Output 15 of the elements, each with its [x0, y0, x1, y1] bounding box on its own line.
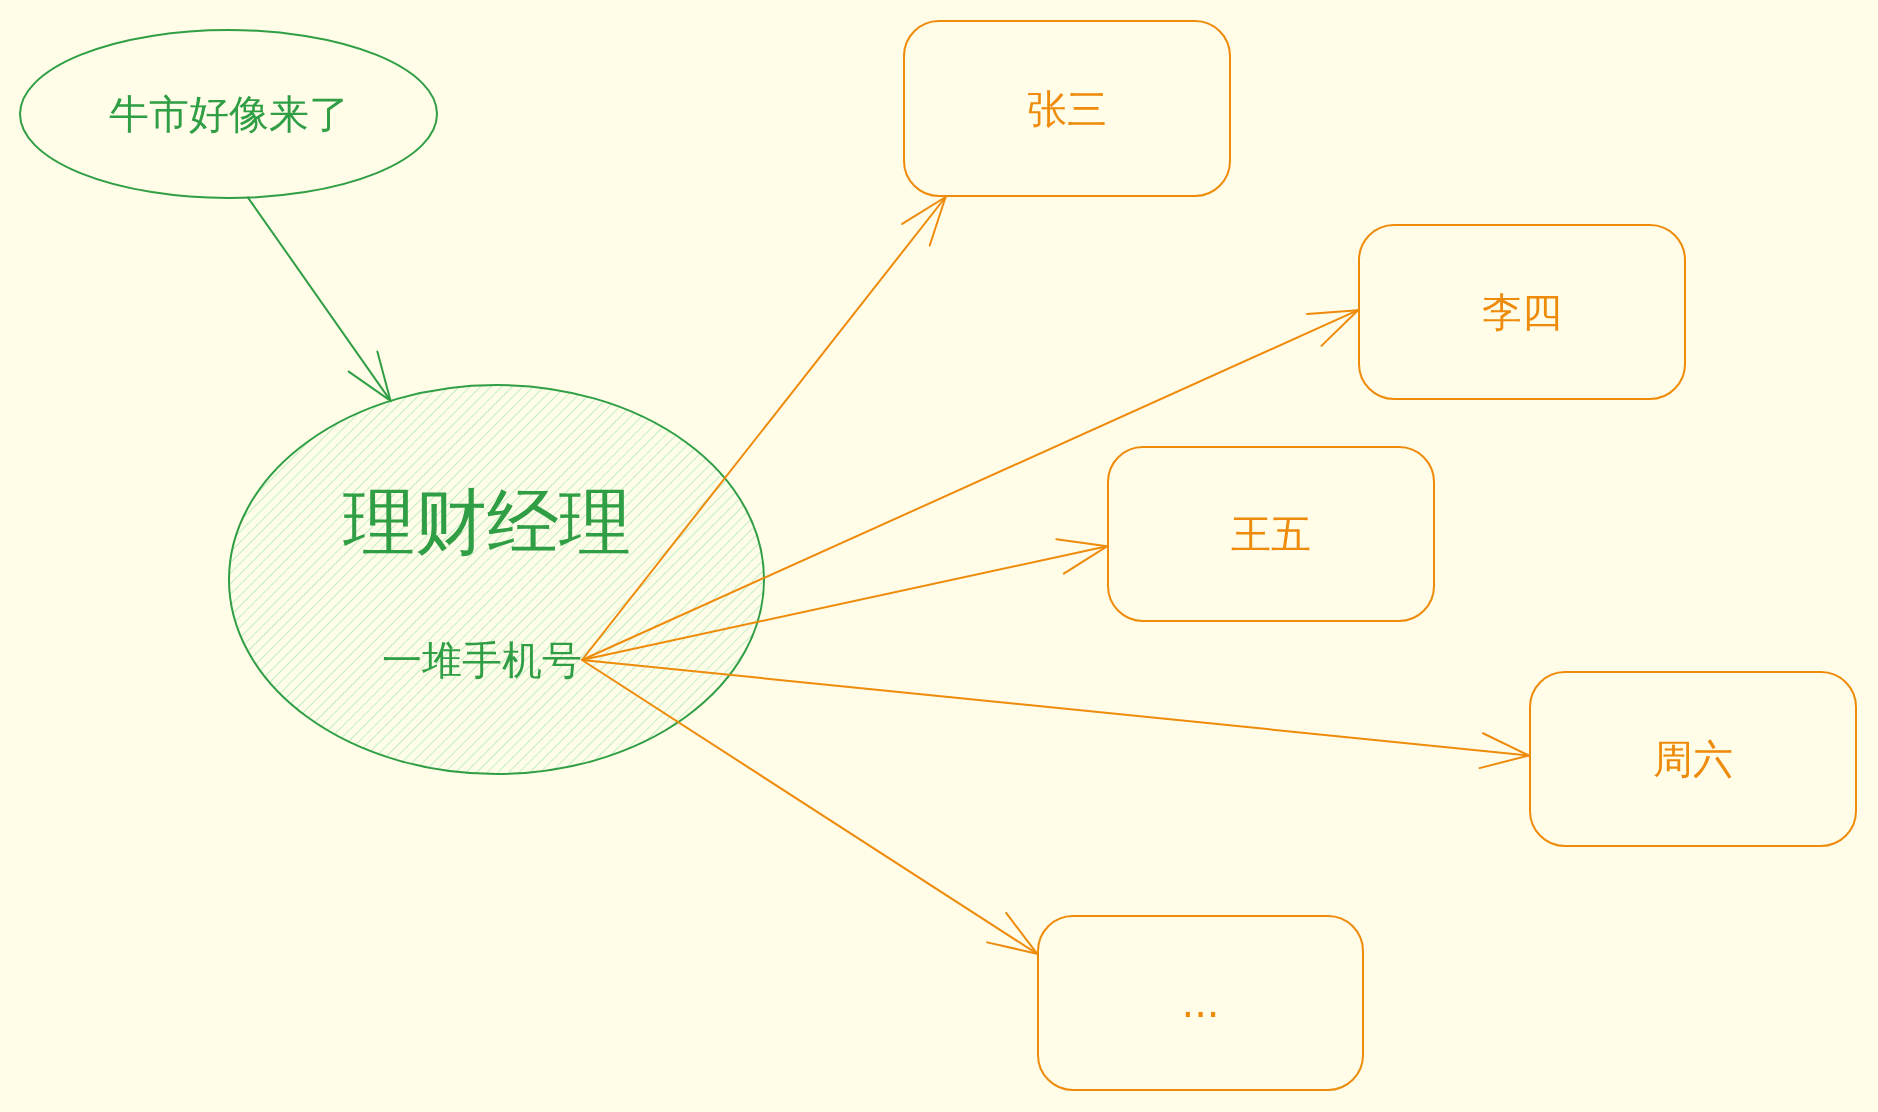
node-title: 理财经理 — [343, 481, 631, 564]
oval-node — [19, 29, 438, 199]
oval-label: 牛市好像来了 — [108, 91, 349, 137]
rounded-box: 张三 — [903, 20, 1231, 197]
rounded-box: 王五 — [1107, 446, 1435, 622]
rounded-box: 周六 — [1529, 671, 1857, 847]
rounded-box: 李四 — [1358, 224, 1686, 400]
rounded-box: ... — [1037, 915, 1364, 1091]
arrow — [581, 659, 1530, 770]
hatched-oval — [228, 384, 765, 775]
arrow — [581, 659, 1038, 955]
arrow — [581, 196, 947, 661]
arrow — [247, 196, 392, 402]
text-label: 一堆手机号 — [382, 637, 582, 683]
arrow — [581, 309, 1359, 661]
